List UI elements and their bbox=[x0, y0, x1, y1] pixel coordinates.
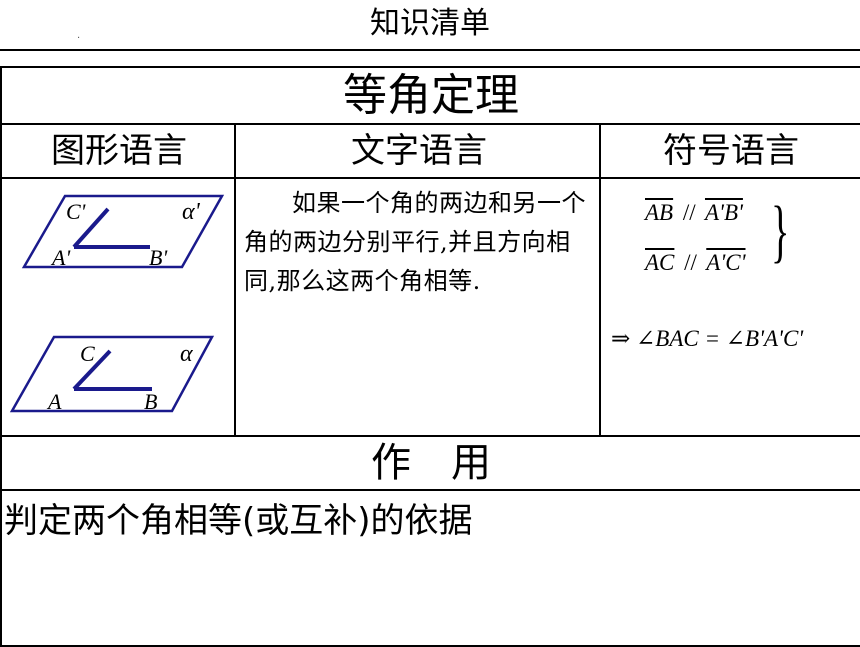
row-divider-2 bbox=[2, 177, 860, 179]
ray-bottom-ac bbox=[72, 349, 112, 391]
decorative-dot: . bbox=[77, 30, 81, 41]
usage-text: 判定两个角相等(或互补)的依据 bbox=[4, 501, 473, 541]
label-a-prime: A' bbox=[50, 245, 70, 270]
column-header-text: 文字语言 bbox=[351, 131, 487, 171]
figure-diagram: C' A' B' α' C A B α bbox=[9, 194, 225, 414]
vector-a-prime-c-prime: A'C' bbox=[706, 250, 746, 275]
label-b: B bbox=[144, 389, 157, 414]
plane-bottom: C A B α bbox=[9, 335, 215, 414]
label-alpha: α bbox=[180, 341, 193, 367]
vector-a-prime-b-prime: A'B' bbox=[704, 200, 743, 225]
theorem-table: 等角定理 图形语言 文字语言 符号语言 C' A' B' α' C A B α … bbox=[0, 66, 860, 647]
row-divider-1 bbox=[2, 123, 860, 125]
column-divider-1 bbox=[234, 123, 236, 435]
symbol-conclusion: ⇒ ∠BAC = ∠B'A'C' bbox=[611, 326, 804, 351]
title-divider bbox=[0, 49, 860, 51]
symbol-line-1: AB // A'B' bbox=[645, 200, 743, 226]
usage-title: 作 用 bbox=[371, 440, 491, 486]
ray-top-ac bbox=[72, 207, 110, 249]
text-statement: 如果一个角的两边和另一个角的两边分别平行,并且方向相同,那么这两个角相等. bbox=[244, 189, 586, 295]
column-header-symbol: 符号语言 bbox=[663, 131, 799, 171]
row-divider-3 bbox=[2, 435, 860, 437]
parallel-op-2: // bbox=[684, 250, 697, 275]
vector-ab: AB bbox=[645, 200, 674, 225]
symbol-line-2: AC // A'C' bbox=[645, 250, 746, 276]
label-c-prime: C' bbox=[66, 199, 86, 224]
label-c: C bbox=[80, 341, 95, 366]
theorem-title: 等角定理 bbox=[343, 70, 519, 121]
right-brace: } bbox=[771, 193, 790, 270]
plane-top: C' A' B' α' bbox=[21, 194, 225, 270]
label-alpha-prime: α' bbox=[182, 199, 201, 225]
text-statement-cell: 如果一个角的两边和另一个角的两边分别平行,并且方向相同,那么这两个角相等. bbox=[238, 180, 600, 301]
page-title: 知识清单 bbox=[370, 6, 490, 41]
column-divider-2 bbox=[599, 123, 601, 435]
label-a: A bbox=[46, 389, 62, 414]
label-b-prime: B' bbox=[149, 245, 167, 270]
vector-ac: AC bbox=[645, 250, 675, 275]
parallel-op-1: // bbox=[682, 200, 696, 225]
plane-bottom-outline bbox=[9, 335, 215, 413]
row-divider-4 bbox=[2, 489, 860, 491]
plane-top-outline bbox=[21, 194, 225, 269]
column-header-figure: 图形语言 bbox=[51, 131, 187, 171]
